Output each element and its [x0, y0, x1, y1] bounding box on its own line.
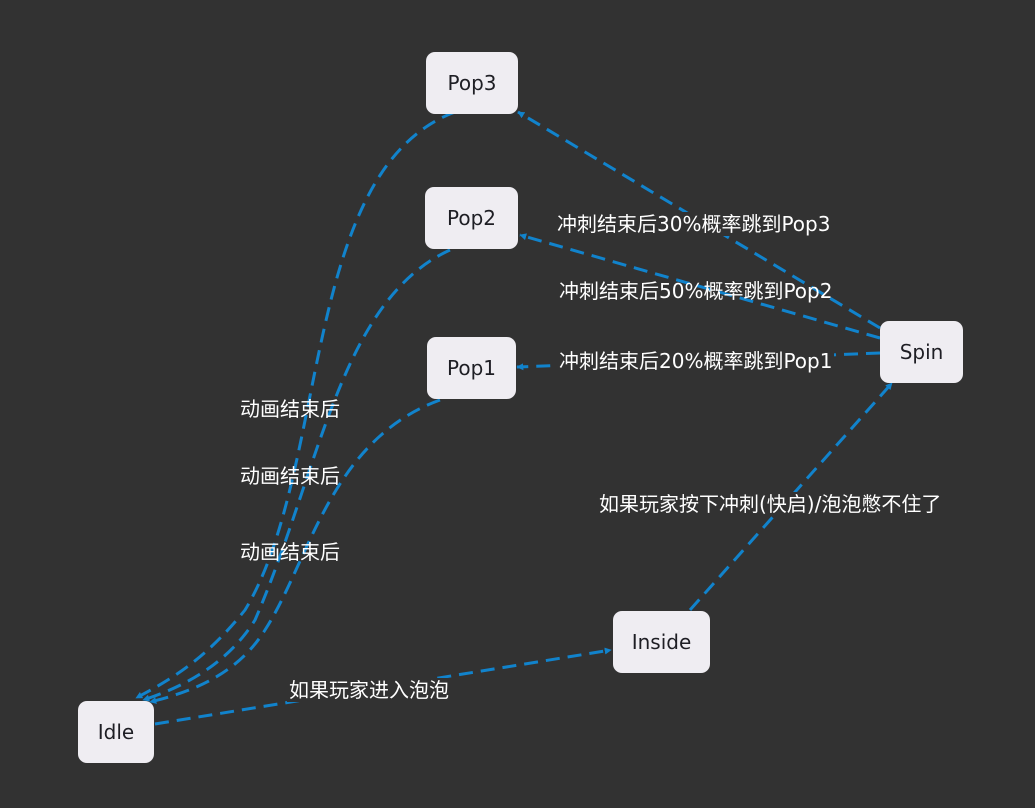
edge-inside-to-spin — [688, 382, 894, 611]
edge-pop1-to-idle — [149, 398, 441, 704]
node-inside[interactable]: Inside — [613, 611, 710, 673]
edge-spin-to-pop2 — [519, 233, 881, 340]
node-idle[interactable]: Idle — [78, 701, 154, 763]
edge-label-spin-to-pop2: 冲刺结束后50%概率跳到Pop2 — [559, 279, 833, 303]
node-pop3[interactable]: Pop3 — [426, 52, 518, 114]
edge-label-pop3-to-idle: 动画结束后 — [240, 397, 340, 421]
edge-pop2-to-idle — [142, 248, 451, 702]
edge-label-spin-to-pop1: 冲刺结束后20%概率跳到Pop1 — [557, 349, 835, 373]
edge-label-pop2-to-idle: 动画结束后 — [240, 464, 340, 488]
node-pop1[interactable]: Pop1 — [427, 337, 516, 399]
edge-label-inside-to-spin: 如果玩家按下冲刺(快启)/泡泡憋不住了 — [597, 492, 944, 516]
edge-label-spin-to-pop3: 冲刺结束后30%概率跳到Pop3 — [555, 212, 833, 236]
edge-label-pop1-to-idle: 动画结束后 — [240, 540, 340, 564]
node-spin[interactable]: Spin — [880, 321, 963, 383]
edge-pop3-to-idle — [135, 110, 456, 700]
edge-label-idle-to-inside: 如果玩家进入泡泡 — [287, 678, 451, 702]
node-pop2[interactable]: Pop2 — [425, 187, 518, 249]
